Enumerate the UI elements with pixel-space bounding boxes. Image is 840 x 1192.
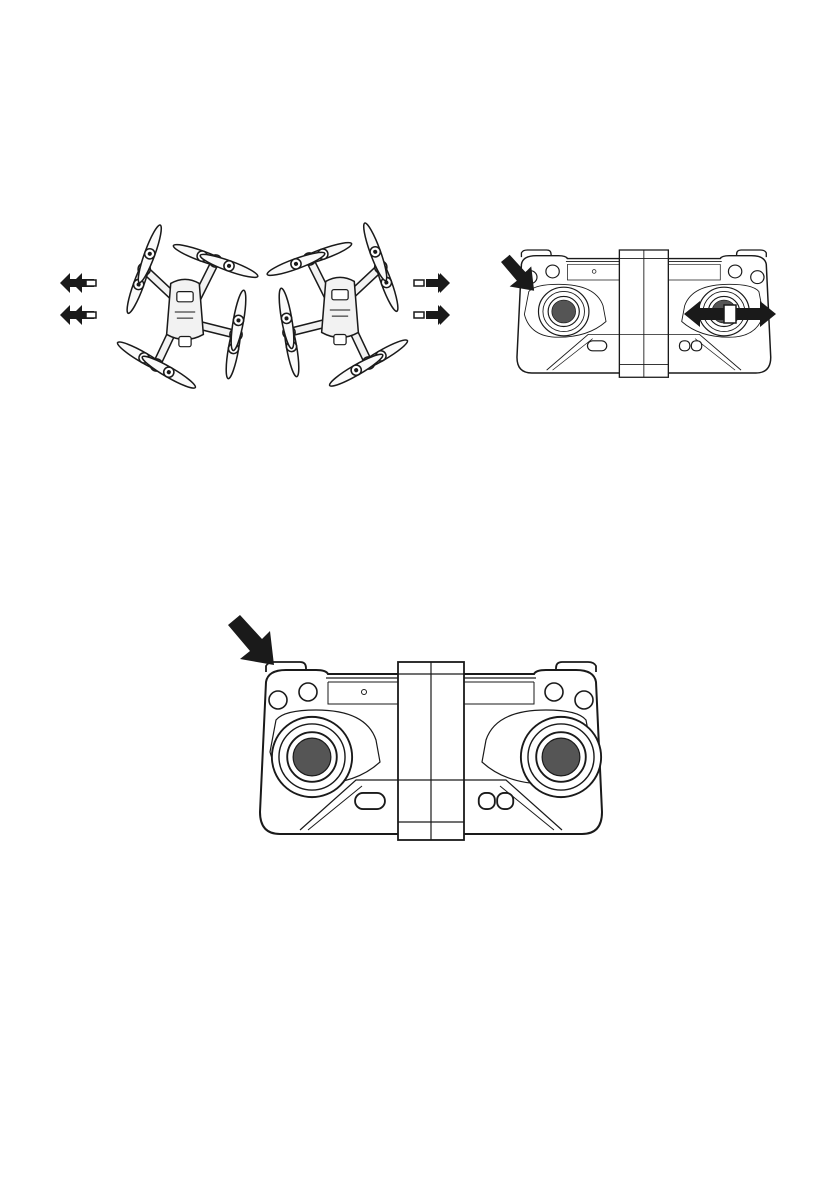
left-pill-button: [355, 793, 385, 809]
left-joystick: [538, 287, 588, 336]
left-pill-button: [587, 341, 606, 351]
right-joystick: [521, 717, 601, 797]
figure-1-drone-right-panel: [265, 221, 450, 390]
double-right-arrow-icon: [414, 273, 450, 293]
drone-illustration-right: [265, 221, 409, 390]
double-left-arrow-icon: [60, 273, 96, 293]
left-joystick: [272, 717, 352, 797]
remote-controller-large: [260, 662, 602, 840]
drone-illustration-left: [115, 223, 259, 392]
figure-1-drone-left-panel: [60, 223, 260, 392]
double-left-arrow-icon: [60, 305, 96, 325]
bidirectional-arrow-icon: [684, 301, 776, 327]
figure-2-controller-panel: [228, 615, 602, 840]
double-right-arrow-icon: [414, 305, 450, 325]
figure-1-controller-panel: [501, 250, 776, 377]
press-arrow-icon: [228, 615, 274, 665]
